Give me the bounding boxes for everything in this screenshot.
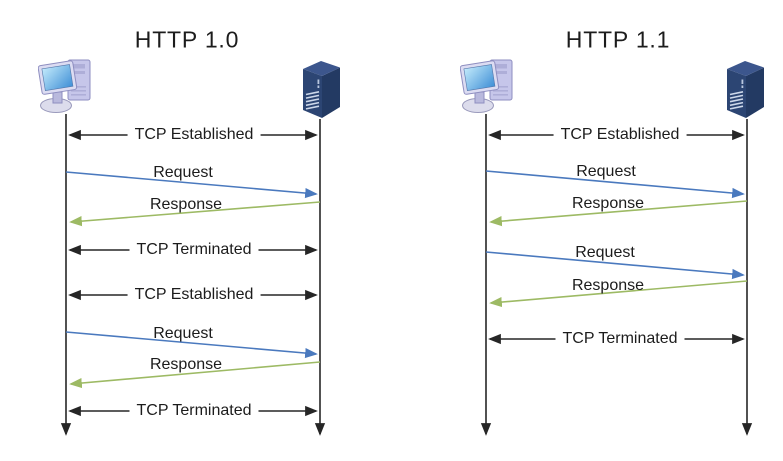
request-arrow [65, 171, 318, 199]
panel-title-http-1-1: HTTP 1.1 [565, 26, 671, 53]
request-arrow [485, 170, 745, 199]
response-arrow [69, 201, 321, 227]
message-label-request: Request [576, 163, 636, 180]
request-arrow [65, 331, 318, 359]
message-label-request: Request [153, 325, 213, 342]
message-label-tcp-established: TCP Established [127, 285, 261, 305]
message-label-tcp-terminated: TCP Terminated [129, 401, 259, 421]
request-arrow [485, 251, 745, 280]
message-label-tcp-established: TCP Established [553, 125, 687, 145]
response-arrow [69, 361, 321, 389]
message-label-response: Response [149, 196, 223, 213]
message-label-request: Request [575, 244, 635, 261]
message-label-response: Response [571, 195, 645, 212]
response-arrow [489, 200, 748, 227]
message-label-response: Response [571, 277, 645, 294]
message-label-request: Request [153, 164, 213, 181]
message-label-tcp-terminated: TCP Terminated [129, 240, 259, 260]
message-label-response: Response [149, 356, 223, 373]
message-label-tcp-terminated: TCP Terminated [555, 329, 685, 349]
message-label-tcp-established: TCP Established [127, 125, 261, 145]
panel-title-http-1-0: HTTP 1.0 [134, 26, 240, 53]
response-arrow [489, 280, 748, 308]
